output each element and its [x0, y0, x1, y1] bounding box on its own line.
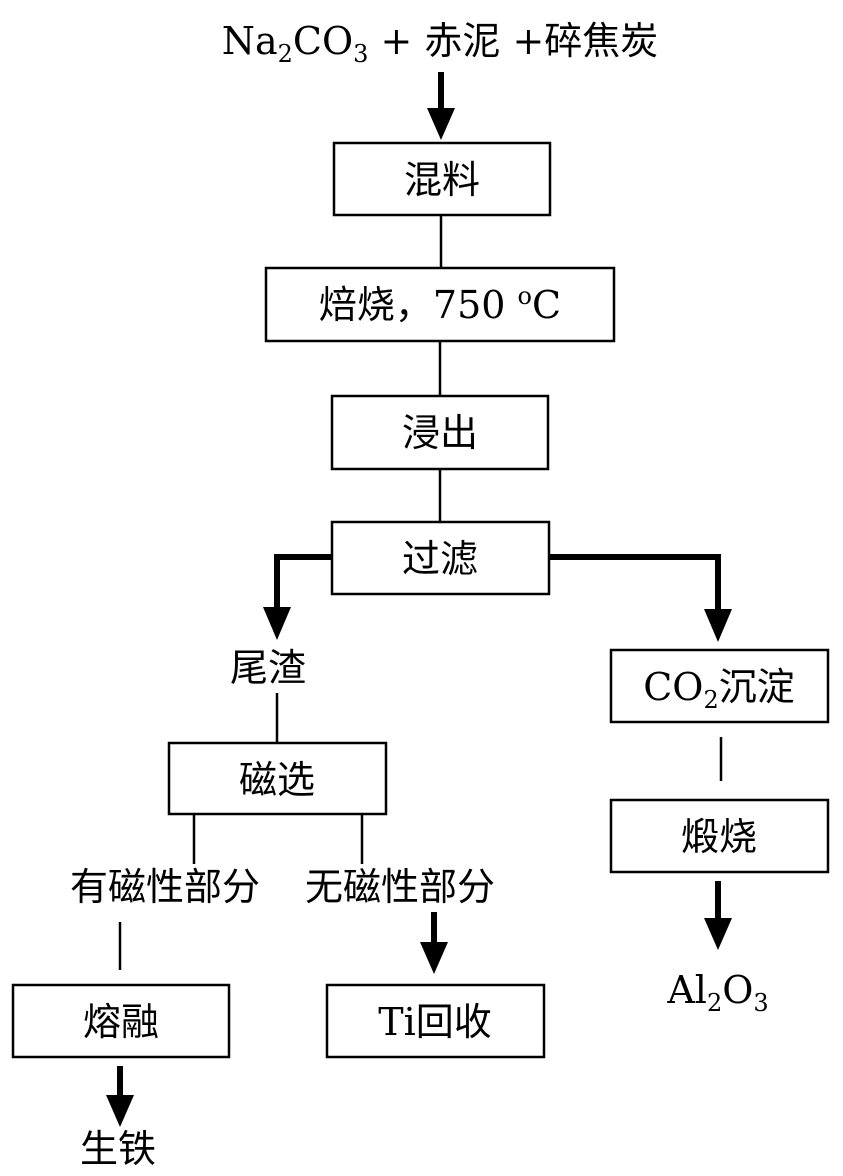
calcination-label: 煅烧: [681, 815, 757, 859]
al2o3-al: Al: [666, 968, 707, 1012]
al2o3-subscript-2: 2: [707, 989, 722, 1017]
filter-step: 过滤: [330, 520, 551, 596]
co2-rest: 沉淀: [719, 665, 795, 709]
input-co: CO: [293, 19, 353, 63]
input-co-subscript: 3: [353, 40, 368, 68]
al2o3-subscript-3: 3: [753, 989, 768, 1017]
magnetic-separation-label: 磁选: [239, 758, 315, 802]
input-label: Na2CO3 + 赤泥 +碎焦炭: [222, 19, 659, 68]
residue-label: 尾渣: [230, 646, 306, 690]
input-na-subscript: 2: [278, 40, 293, 68]
arrow-nonmagnetic-to-ti: [420, 912, 448, 974]
mix-step: 混料: [332, 141, 552, 217]
arrow-filter-to-co2: [549, 554, 732, 642]
smelting-step: 熔融: [11, 983, 231, 1059]
roast-step: 焙烧，750 oC: [264, 266, 616, 343]
leach-step: 浸出: [330, 394, 550, 471]
roast-degree: o: [518, 282, 532, 310]
roast-unit: C: [532, 283, 561, 327]
co2-precipitation-label: CO2沉淀: [643, 665, 795, 714]
arrow-calcine-to-al2o3: [704, 881, 732, 950]
roast-text: 焙烧，750: [319, 283, 518, 327]
co2-text: CO: [643, 665, 703, 709]
input-rest: + 赤泥 +碎焦炭: [368, 19, 658, 63]
leach-label: 浸出: [402, 411, 478, 455]
filter-label: 过滤: [402, 537, 478, 581]
arrow-smelt-to-iron: [106, 1066, 134, 1127]
arrow-filter-to-residue: [263, 554, 332, 640]
co2-subscript: 2: [703, 686, 718, 714]
calcination-step: 煅烧: [609, 798, 830, 874]
co2-precipitation-step: CO2沉淀: [609, 648, 830, 724]
pig-iron-label: 生铁: [80, 1127, 156, 1171]
smelting-label: 熔融: [83, 1000, 159, 1044]
arrow-input-to-mix: [427, 72, 455, 140]
al2o3-label: Al2O3: [666, 968, 768, 1017]
ti-recovery-label: Ti回收: [378, 1000, 492, 1044]
nonmagnetic-part-label: 无磁性部分: [305, 865, 495, 909]
mix-label: 混料: [404, 158, 480, 202]
roast-label: 焙烧，750 oC: [319, 282, 561, 327]
magnetic-separation-step: 磁选: [167, 741, 388, 816]
magnetic-part-label: 有磁性部分: [70, 865, 260, 909]
ti-recovery-step: Ti回收: [325, 983, 546, 1059]
input-na: Na: [222, 19, 278, 63]
al2o3-o: O: [722, 968, 753, 1012]
